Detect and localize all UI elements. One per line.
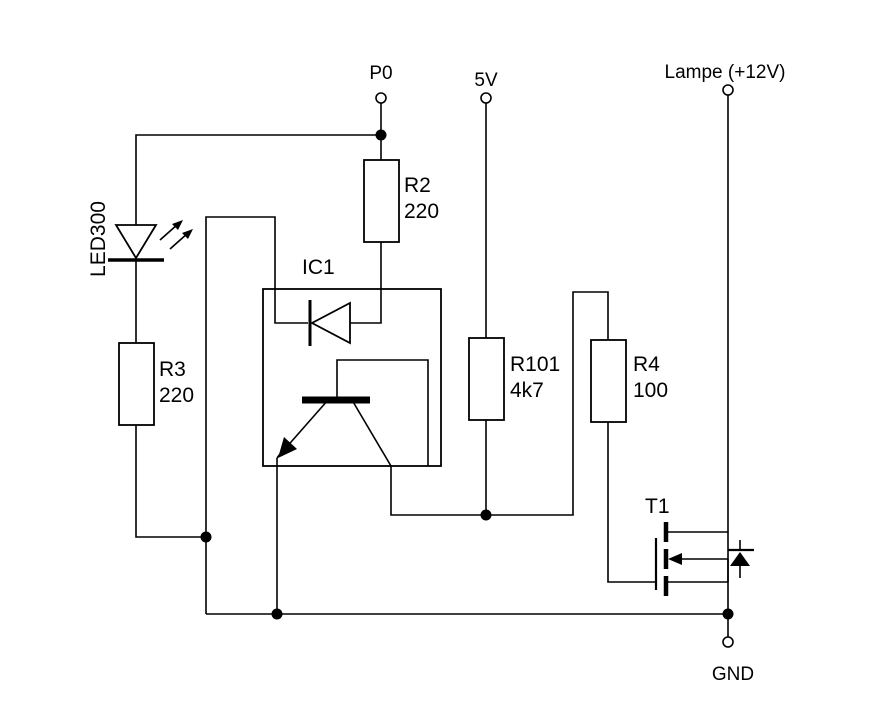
junction-5v-node [480, 509, 492, 521]
terminal-lamp: Lampe (+12V) [665, 62, 786, 96]
optocoupler-ic1: IC1 [262, 256, 442, 467]
resistor-r4-ref: R4 [633, 353, 660, 376]
junction-emitter-ground [271, 608, 283, 620]
resistor-r101: R101 4k7 [468, 337, 560, 421]
resistor-r2: R2 220 [363, 159, 439, 243]
terminal-gnd-label: GND [712, 664, 754, 685]
terminal-lamp-label: Lampe (+12V) [665, 62, 786, 83]
resistor-r3-ref: R3 [159, 358, 186, 381]
mosfet-t1: T1 [645, 495, 754, 596]
ic1-phototransistor-icon [276, 359, 429, 467]
resistor-r3-value: 220 [159, 384, 194, 407]
junction-ground [722, 608, 734, 620]
led-led300: LED300 [87, 201, 193, 277]
resistor-r101-ref: R101 [510, 353, 560, 376]
terminal-5v: 5V [474, 70, 498, 104]
junction-p0 [375, 129, 387, 141]
resistor-r101-value: 4k7 [510, 379, 544, 402]
resistor-r4: R4 100 [590, 339, 668, 423]
terminal-p0-label: P0 [369, 63, 392, 84]
mosfet-t1-ref: T1 [645, 495, 670, 518]
resistor-r2-value: 220 [404, 200, 439, 223]
junction-left [200, 531, 212, 543]
ic1-diode-icon [308, 300, 351, 346]
terminal-p0: P0 [369, 63, 393, 104]
terminal-5v-label: 5V [474, 70, 498, 91]
junction-dots [200, 129, 734, 620]
terminal-gnd: GND [712, 636, 754, 685]
resistor-r4-value: 100 [633, 379, 668, 402]
t1-body-diode-icon [728, 540, 754, 578]
led-led300-ref: LED300 [87, 201, 110, 277]
optocoupler-ic1-ref: IC1 [302, 256, 335, 279]
resistor-r3: R3 220 [118, 342, 194, 426]
resistor-r2-ref: R2 [404, 174, 431, 197]
light-rays-icon [159, 220, 193, 250]
